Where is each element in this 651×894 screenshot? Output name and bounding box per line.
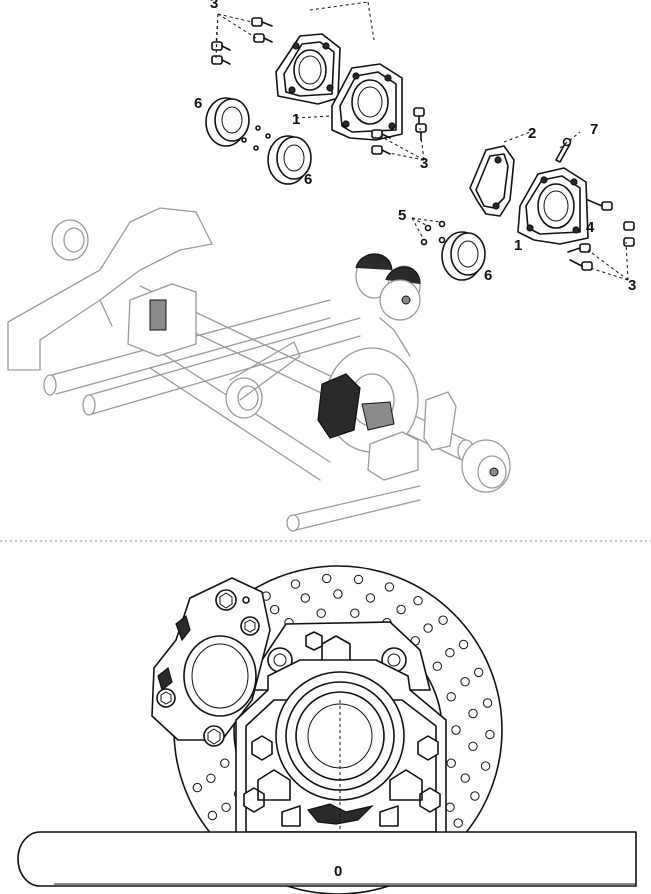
small-screws (241, 125, 446, 246)
bearing-block-left-ghost (127, 283, 197, 357)
brake-line-ghost (355, 253, 421, 357)
disc-hole (384, 582, 395, 592)
bolts-top-left (211, 17, 273, 65)
disc-hole (423, 623, 433, 633)
bearing-right (441, 231, 486, 281)
disc-hole (468, 708, 478, 719)
callout-6-right: 6 (484, 267, 492, 284)
disc-hole (451, 725, 461, 735)
disc-hole (470, 791, 480, 801)
disc-hole (300, 593, 310, 603)
disc-hole (468, 741, 478, 751)
disc-hole (445, 648, 455, 658)
callout-5: 5 (398, 207, 406, 224)
callout-0: 0 (334, 863, 342, 880)
pin (555, 137, 572, 163)
disc-hole (446, 692, 456, 702)
bolts-middle (371, 107, 427, 155)
disc-hole (350, 608, 360, 618)
closeup-caliper (151, 577, 271, 747)
brake-disc-ghost (317, 347, 419, 453)
disc-hole (322, 573, 332, 584)
disc-hole (192, 782, 203, 793)
bearing-middle (267, 135, 312, 185)
callout-3-top: 3 (210, 0, 218, 12)
disc-hole (221, 802, 231, 812)
disc-hole (453, 818, 463, 828)
callout-3-right: 3 (628, 277, 636, 294)
bearing-housing-middle (331, 63, 403, 141)
callout-1-left: 1 (292, 111, 300, 128)
bearing-housing-right (517, 167, 589, 245)
bearing-block-right-ghost (367, 391, 457, 481)
kart-rear-assembly (7, 207, 511, 532)
callout-2: 2 (528, 125, 536, 142)
disc-hole (480, 761, 491, 771)
disc-hole (485, 729, 495, 740)
disc-hole (482, 698, 493, 708)
disc-hole (316, 608, 326, 618)
disc-hole (206, 773, 216, 783)
callout-6-left: 6 (194, 95, 202, 112)
disc-hole (432, 661, 442, 671)
callout-7: 7 (590, 121, 598, 138)
disc-hole (458, 639, 469, 650)
bearing-left (205, 97, 250, 147)
disc-hole (438, 615, 448, 625)
closeup-bearing-housing (235, 631, 447, 841)
disc-hole (353, 574, 364, 585)
bearing-housing-left (275, 33, 341, 105)
callout-1-right: 1 (514, 237, 522, 254)
callout-3-middle: 3 (420, 155, 428, 172)
disc-hole (460, 773, 470, 783)
disc-hole (460, 677, 470, 687)
exploded-parts-group: 3 6 1 6 3 2 7 5 4 1 6 3 (194, 0, 636, 294)
disc-hole (270, 604, 280, 615)
rear-hub-ghost (461, 439, 511, 493)
disc-hole (446, 758, 456, 768)
caliper-bracket (469, 145, 515, 217)
callout-6-middle: 6 (304, 171, 312, 188)
closeup-view: 0 (17, 565, 637, 894)
bolts-right (567, 199, 635, 271)
disc-hole (333, 589, 343, 599)
closeup-axle-tube (17, 831, 637, 887)
disc-hole (413, 596, 423, 606)
disc-hole (207, 810, 218, 821)
disc-hole (474, 667, 484, 678)
disc-hole (365, 593, 376, 603)
closeup-hex-bolts (243, 631, 441, 813)
sprocket-carrier-ghost (225, 341, 301, 419)
disc-hole (220, 758, 230, 768)
disc-hole (290, 579, 301, 589)
callout-4: 4 (586, 219, 595, 236)
leader-lines (215, 1, 629, 281)
disc-hole (396, 604, 406, 615)
